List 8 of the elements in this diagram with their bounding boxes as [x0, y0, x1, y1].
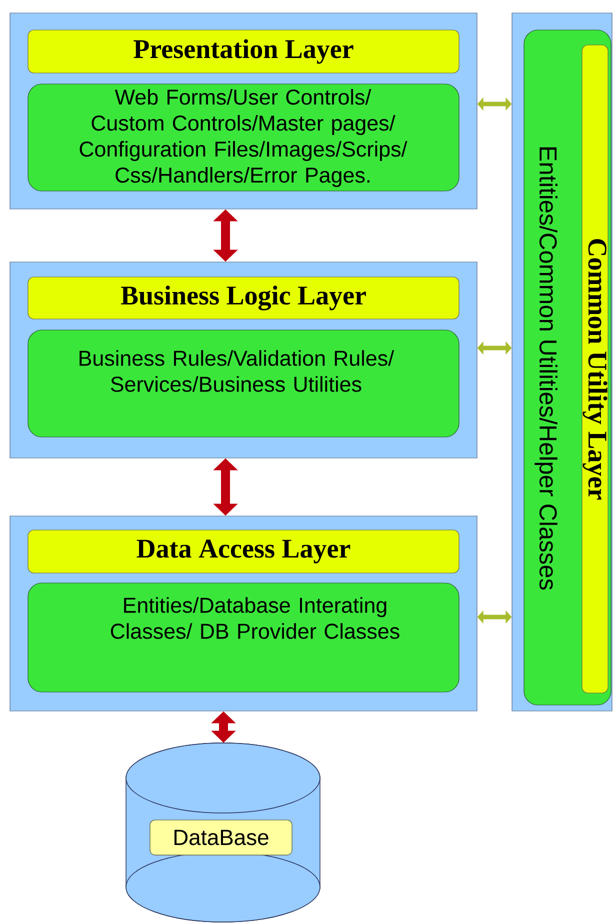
- label-box: DataBase: [150, 820, 292, 856]
- content-box: Business Rules/Validation Rules/ Services/Business Utilities: [28, 330, 460, 438]
- content-box: Web Forms/User Controls/ Custom Controls/Master pages/ Configuration Files/Images/Scrips/ Css/Handlers/Error Pages.: [28, 84, 460, 192]
- content-box: Entities/Database Interating Classes/ DB Provider Classes: [28, 582, 460, 692]
- layer-header: Data Access Layer: [28, 530, 460, 574]
- layer-header: Presentation Layer: [28, 30, 460, 74]
- layer-header: Business Logic Layer: [28, 276, 460, 320]
- layer-header: Common Utility Layer: [582, 44, 608, 694]
